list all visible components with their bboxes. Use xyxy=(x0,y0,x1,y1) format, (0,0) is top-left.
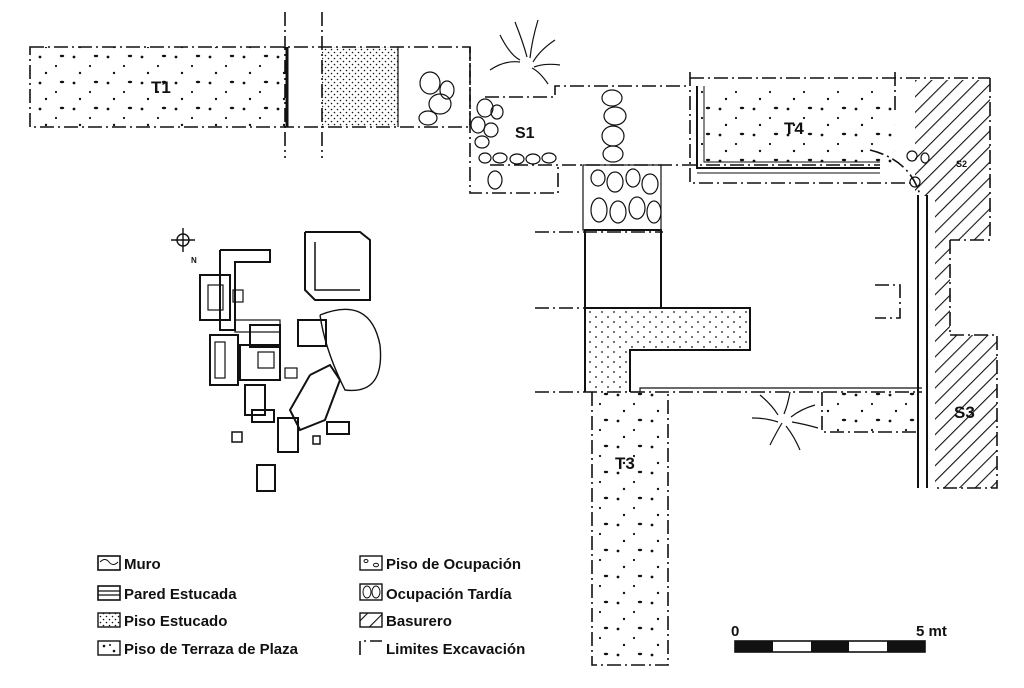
compass-rose xyxy=(171,228,195,252)
area-s1 xyxy=(469,47,880,194)
legend-label-ocupacion-tardia: Ocupación Tardía xyxy=(386,586,512,603)
legend-item-pared-estucada: Pared Estucada xyxy=(97,585,237,603)
s1-stones xyxy=(470,89,627,190)
trench-t3 xyxy=(591,392,669,666)
legend-label-pared-estucada: Pared Estucada xyxy=(124,586,237,603)
legend-item-piso-estucado: Piso Estucado xyxy=(97,612,227,630)
north-label: N xyxy=(191,256,197,265)
legend-item-muro: Muro xyxy=(97,555,161,573)
label-s1: S1 xyxy=(515,125,535,142)
legend-item-ocupacion-tardia: Ocupación Tardía xyxy=(359,583,512,603)
tree-symbol-mid xyxy=(751,391,819,451)
central-block xyxy=(535,229,922,393)
label-t3: T3 xyxy=(615,454,635,473)
site-inset-map xyxy=(171,228,382,492)
legend-item-piso-ocupacion: Piso de Ocupación xyxy=(359,555,521,573)
terrace-strip xyxy=(821,392,920,433)
legend-label-limites: Limites Excavación xyxy=(386,641,525,658)
legend-item-piso-terraza: Piso de Terraza de Plaza xyxy=(97,640,299,658)
trench-t4 xyxy=(689,72,990,196)
tree-symbol-top xyxy=(489,19,561,85)
legend-item-limites: Limites Excavación xyxy=(359,640,525,658)
legend: Muro Pared Estucada Piso Estucado Piso d… xyxy=(97,555,525,658)
label-s3: S3 xyxy=(954,403,975,422)
label-t4: T4 xyxy=(784,119,804,138)
late-occupation-block xyxy=(582,164,662,231)
scale-start-label: 0 xyxy=(731,623,739,640)
legend-label-muro: Muro xyxy=(124,556,161,573)
legend-label-piso-estucado: Piso Estucado xyxy=(124,613,227,630)
label-s2: S2 xyxy=(956,159,967,169)
midden-area xyxy=(875,78,998,489)
scale-bar: 0 5 mt xyxy=(731,623,947,653)
legend-label-piso-ocupacion: Piso de Ocupación xyxy=(386,556,521,573)
scale-end-label: 5 mt xyxy=(916,623,947,640)
t1-stones xyxy=(418,71,455,126)
legend-label-piso-terraza: Piso de Terraza de Plaza xyxy=(124,641,299,658)
legend-label-basurero: Basurero xyxy=(386,613,452,630)
trench-t1 xyxy=(29,12,471,158)
label-t1: T1 xyxy=(151,78,171,97)
legend-item-basurero: Basurero xyxy=(359,612,452,630)
